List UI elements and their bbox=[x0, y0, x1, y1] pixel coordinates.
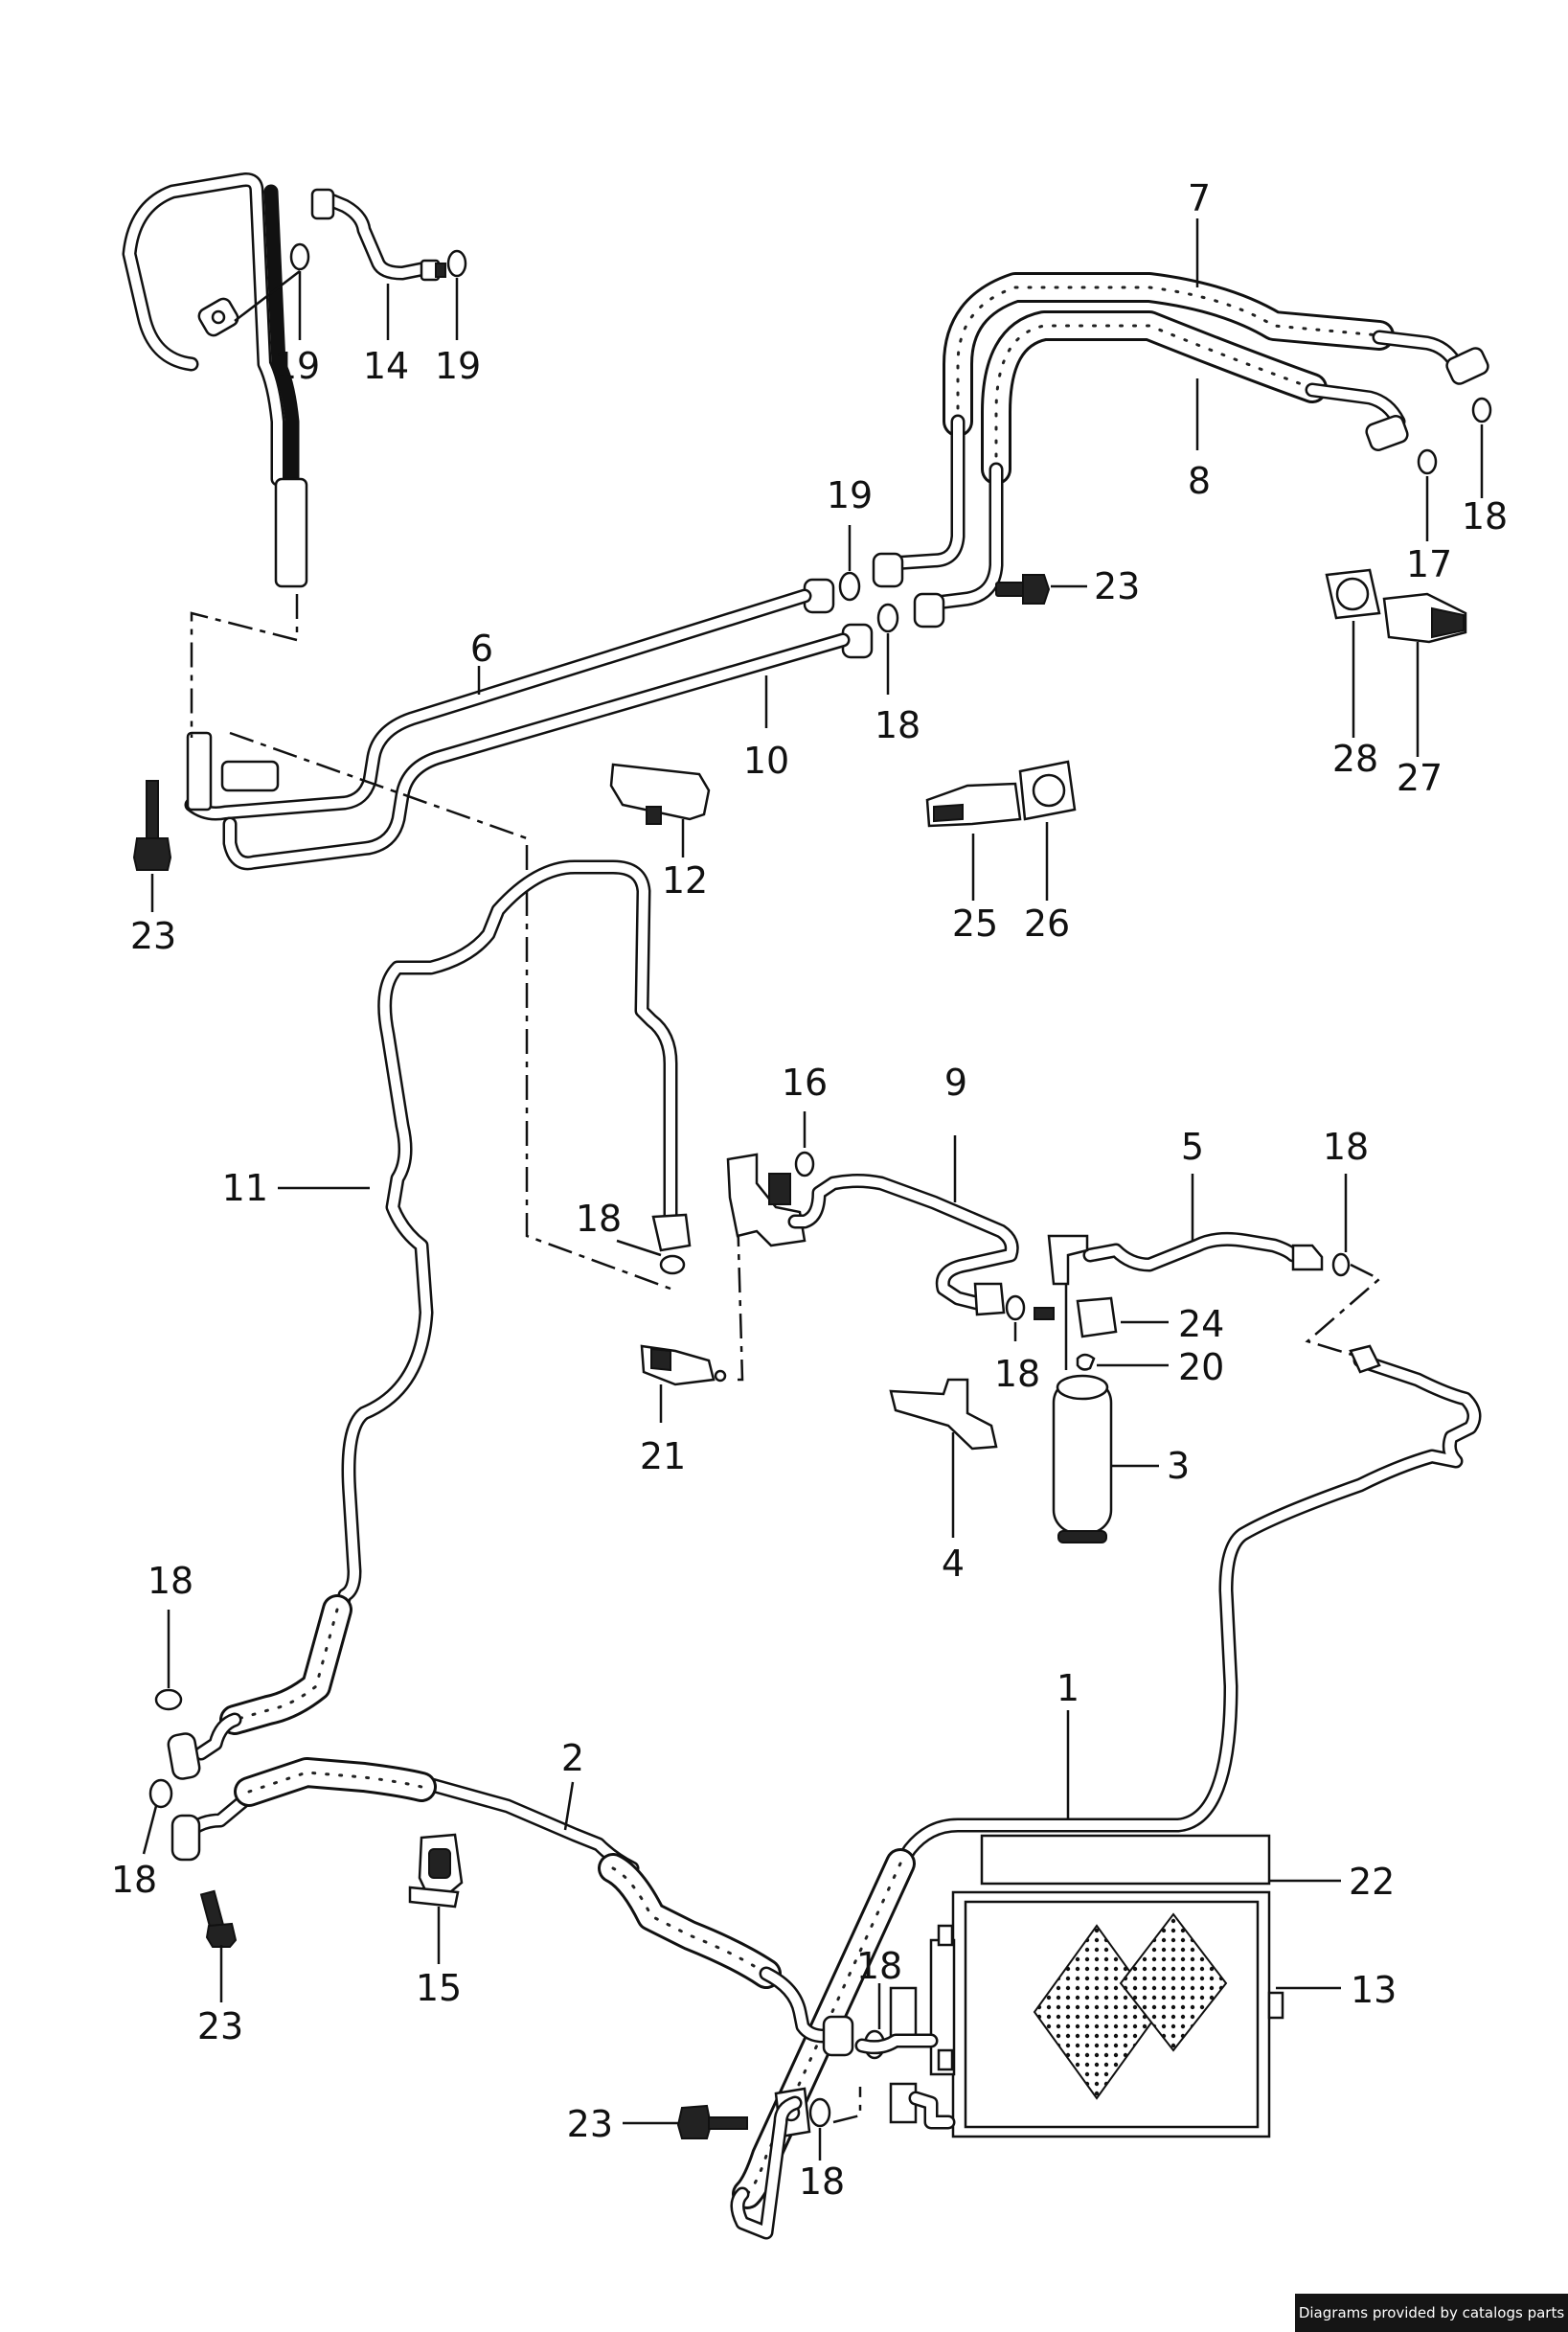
fittings-25-26 bbox=[925, 760, 1077, 828]
callout-23-bottom: 23 bbox=[567, 2103, 613, 2145]
fitting-upper-left bbox=[220, 760, 280, 792]
callout-15: 15 bbox=[416, 1967, 462, 2009]
pressure-switch-21 bbox=[640, 1344, 727, 1386]
sensor-15 bbox=[408, 1833, 464, 1909]
fittings-center-top bbox=[803, 552, 1051, 659]
callout-13: 13 bbox=[1351, 1969, 1397, 2011]
pipe-9 bbox=[787, 1174, 1019, 1311]
callout-16: 16 bbox=[782, 1062, 828, 1104]
o-ring-19b bbox=[446, 249, 467, 278]
callout-20: 20 bbox=[1178, 1346, 1224, 1388]
callout-4: 4 bbox=[942, 1543, 965, 1585]
callout-14: 14 bbox=[363, 345, 409, 387]
hose-8 bbox=[921, 310, 1409, 611]
bolt-23-lower-left bbox=[199, 1889, 238, 1948]
callout-28: 28 bbox=[1332, 738, 1378, 780]
o-ring-19a bbox=[289, 242, 310, 271]
part-14-pipe bbox=[310, 188, 446, 282]
callout-11: 11 bbox=[222, 1167, 268, 1209]
callout-23-top-right: 23 bbox=[1094, 565, 1140, 607]
callout-21: 21 bbox=[640, 1435, 686, 1477]
callout-18-near-5: 18 bbox=[1323, 1126, 1369, 1168]
callout-25: 25 bbox=[952, 903, 998, 945]
callout-1: 1 bbox=[1057, 1667, 1079, 1709]
callout-10: 10 bbox=[743, 740, 789, 782]
callout-18-top-right: 18 bbox=[1462, 495, 1508, 537]
bolt-23-bottom bbox=[676, 2104, 748, 2139]
callout-6: 6 bbox=[470, 628, 493, 670]
callout-18-condenser-lower: 18 bbox=[799, 2161, 845, 2203]
callout-18-center-top: 18 bbox=[875, 704, 920, 746]
pipe-2 bbox=[170, 1757, 854, 2057]
callout-2: 2 bbox=[561, 1737, 584, 1779]
callout-18-near-9: 18 bbox=[994, 1353, 1040, 1395]
diagram-credit-footer: Diagrams provided by catalogs parts bbox=[1295, 2294, 1568, 2332]
bracket-12 bbox=[609, 763, 711, 825]
pipe-6 bbox=[184, 588, 812, 821]
callout-18-condenser-upper: 18 bbox=[856, 1945, 902, 1987]
callout-27: 27 bbox=[1397, 757, 1443, 799]
callout-17: 17 bbox=[1406, 543, 1452, 585]
fittings-27-28 bbox=[1325, 568, 1467, 644]
fitting-24-20 bbox=[1034, 1296, 1118, 1371]
callout-18-left-upper: 18 bbox=[148, 1560, 193, 1602]
callout-8: 8 bbox=[1188, 460, 1211, 502]
callout-12: 12 bbox=[662, 859, 708, 902]
valve-block-16 bbox=[726, 1153, 807, 1247]
upper-left-pipe-loop bbox=[122, 172, 308, 588]
callout-26: 26 bbox=[1024, 903, 1070, 945]
callout-19-right: 19 bbox=[435, 345, 481, 387]
condenser-13 bbox=[929, 1890, 1284, 2138]
receiver-drier-3 bbox=[1047, 1234, 1113, 1543]
callout-18-left-lower: 18 bbox=[111, 1859, 157, 1901]
hose-7 bbox=[883, 272, 1489, 571]
callout-18-mid-left: 18 bbox=[576, 1198, 622, 1240]
callout-19-left: 19 bbox=[274, 345, 320, 387]
pipe-11-end-fitting bbox=[651, 1213, 692, 1252]
pipe-5 bbox=[1082, 1231, 1324, 1272]
callout-22: 22 bbox=[1349, 1861, 1395, 1903]
callout-7: 7 bbox=[1188, 177, 1211, 219]
callout-3: 3 bbox=[1167, 1445, 1190, 1487]
callout-5: 5 bbox=[1181, 1126, 1204, 1168]
pipe-11 bbox=[167, 859, 678, 1780]
seal-strip-22 bbox=[980, 1834, 1271, 1886]
callout-19-center: 19 bbox=[827, 474, 873, 516]
pipe-10 bbox=[222, 632, 851, 871]
callout-23-upper-left: 23 bbox=[130, 915, 176, 957]
bolt-23-upper-left bbox=[132, 780, 172, 871]
callout-9: 9 bbox=[944, 1062, 967, 1104]
callout-23-lower-left: 23 bbox=[197, 2005, 243, 2047]
callout-24: 24 bbox=[1178, 1303, 1224, 1345]
bracket-4 bbox=[889, 1378, 998, 1451]
